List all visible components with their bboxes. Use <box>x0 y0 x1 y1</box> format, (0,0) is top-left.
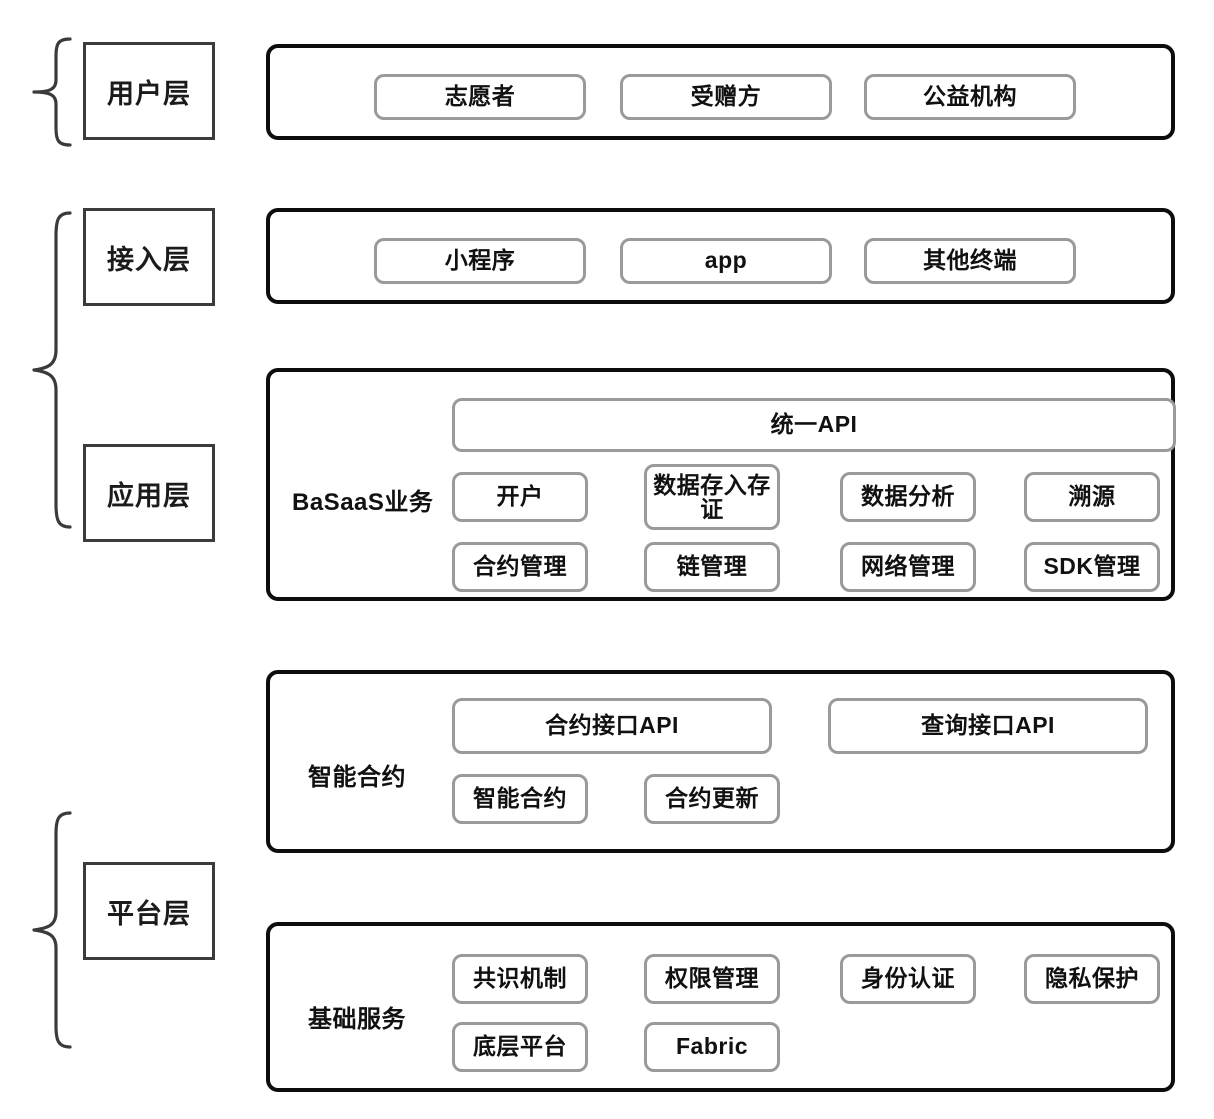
chip-sdk-management[interactable]: SDK管理 <box>1024 542 1160 592</box>
brace-user-layer <box>28 36 74 148</box>
layer-label-user-text: 用户层 <box>107 78 191 109</box>
chip-recipient[interactable]: 受赠方 <box>620 74 832 120</box>
chip-query-interface-api-label: 查询接口API <box>921 712 1055 739</box>
chip-contract-interface-api-label: 合约接口API <box>545 712 679 739</box>
chip-unified-api[interactable]: 统一API <box>452 398 1176 452</box>
layer-label-access-text: 接入层 <box>107 244 191 275</box>
chip-privacy-protection[interactable]: 隐私保护 <box>1024 954 1160 1004</box>
section-basaas-business: BaSaaS业务 统一API 开户 数据存入存证 数据分析 溯源 合约管理 链管… <box>266 368 1176 601</box>
chip-account-opening-label: 开户 <box>496 483 544 510</box>
chip-fabric[interactable]: Fabric <box>644 1022 780 1072</box>
chip-network-management[interactable]: 网络管理 <box>840 542 976 592</box>
layer-label-app-text: 应用层 <box>107 480 191 511</box>
chip-other-terminal-label: 其他终端 <box>923 247 1017 274</box>
chip-permission-management-label: 权限管理 <box>665 965 759 992</box>
layer-label-platform: 平台层 <box>83 862 215 960</box>
chip-fabric-label: Fabric <box>675 1033 749 1060</box>
chip-permission-management[interactable]: 权限管理 <box>644 954 780 1004</box>
chip-contract-update-label: 合约更新 <box>665 785 759 812</box>
chip-charity-organization[interactable]: 公益机构 <box>864 74 1076 120</box>
chip-smart-contract[interactable]: 智能合约 <box>452 774 588 824</box>
chip-mini-program-label: 小程序 <box>444 247 516 274</box>
layer-label-user: 用户层 <box>83 42 215 140</box>
section-user-layer: 志愿者 受赠方 公益机构 <box>266 44 1175 140</box>
chip-privacy-protection-label: 隐私保护 <box>1045 965 1139 992</box>
layer-label-app: 应用层 <box>83 444 215 542</box>
section-caption-smart-contract-text: 智能合约 <box>308 764 406 791</box>
chip-charity-organization-label: 公益机构 <box>923 83 1017 110</box>
chip-traceability[interactable]: 溯源 <box>1024 472 1160 522</box>
chip-contract-management[interactable]: 合约管理 <box>452 542 588 592</box>
section-caption-smart-contract: 智能合约 <box>308 757 406 792</box>
brace-access-and-app-layers <box>28 210 74 530</box>
chip-data-storage-evidence-label: 数据存入存证 <box>653 471 771 522</box>
chip-smart-contract-label: 智能合约 <box>473 785 567 812</box>
chip-chain-management[interactable]: 链管理 <box>644 542 780 592</box>
chip-network-management-label: 网络管理 <box>861 553 955 580</box>
chip-mini-program[interactable]: 小程序 <box>374 238 586 284</box>
chip-consensus-mechanism[interactable]: 共识机制 <box>452 954 588 1004</box>
section-caption-base-services-text: 基础服务 <box>308 1006 406 1033</box>
section-caption-basaas: BaSaaS业务 <box>292 482 433 517</box>
chip-data-storage-evidence[interactable]: 数据存入存证 <box>644 464 780 530</box>
chip-identity-authentication[interactable]: 身份认证 <box>840 954 976 1004</box>
section-caption-basaas-text: BaSaaS业务 <box>292 489 434 516</box>
chip-contract-interface-api[interactable]: 合约接口API <box>452 698 772 754</box>
section-caption-base-services: 基础服务 <box>308 999 406 1034</box>
chip-identity-authentication-label: 身份认证 <box>861 965 955 992</box>
layer-label-platform-text: 平台层 <box>107 898 191 929</box>
chip-recipient-label: 受赠方 <box>690 83 762 110</box>
chip-chain-management-label: 链管理 <box>676 553 748 580</box>
section-smart-contract: 智能合约 合约接口API 查询接口API 智能合约 合约更新 <box>266 670 1175 853</box>
layer-label-access: 接入层 <box>83 208 215 306</box>
chip-unified-api-label: 统一API <box>770 411 858 438</box>
brace-platform-layer <box>28 810 74 1050</box>
chip-other-terminal[interactable]: 其他终端 <box>864 238 1076 284</box>
chip-account-opening[interactable]: 开户 <box>452 472 588 522</box>
chip-data-analysis[interactable]: 数据分析 <box>840 472 976 522</box>
chip-traceability-label: 溯源 <box>1068 483 1116 510</box>
chip-volunteer[interactable]: 志愿者 <box>374 74 586 120</box>
chip-consensus-mechanism-label: 共识机制 <box>473 965 567 992</box>
section-base-services: 基础服务 共识机制 权限管理 身份认证 隐私保护 底层平台 Fabric <box>266 922 1175 1092</box>
chip-app-label: app <box>704 247 748 274</box>
chip-query-interface-api[interactable]: 查询接口API <box>828 698 1148 754</box>
section-access-layer: 小程序 app 其他终端 <box>266 208 1175 304</box>
chip-volunteer-label: 志愿者 <box>444 83 516 110</box>
chip-contract-management-label: 合约管理 <box>473 553 567 580</box>
chip-contract-update[interactable]: 合约更新 <box>644 774 780 824</box>
chip-sdk-management-label: SDK管理 <box>1043 553 1141 580</box>
chip-app[interactable]: app <box>620 238 832 284</box>
chip-data-analysis-label: 数据分析 <box>861 483 955 510</box>
chip-underlying-platform[interactable]: 底层平台 <box>452 1022 588 1072</box>
chip-underlying-platform-label: 底层平台 <box>473 1033 567 1060</box>
